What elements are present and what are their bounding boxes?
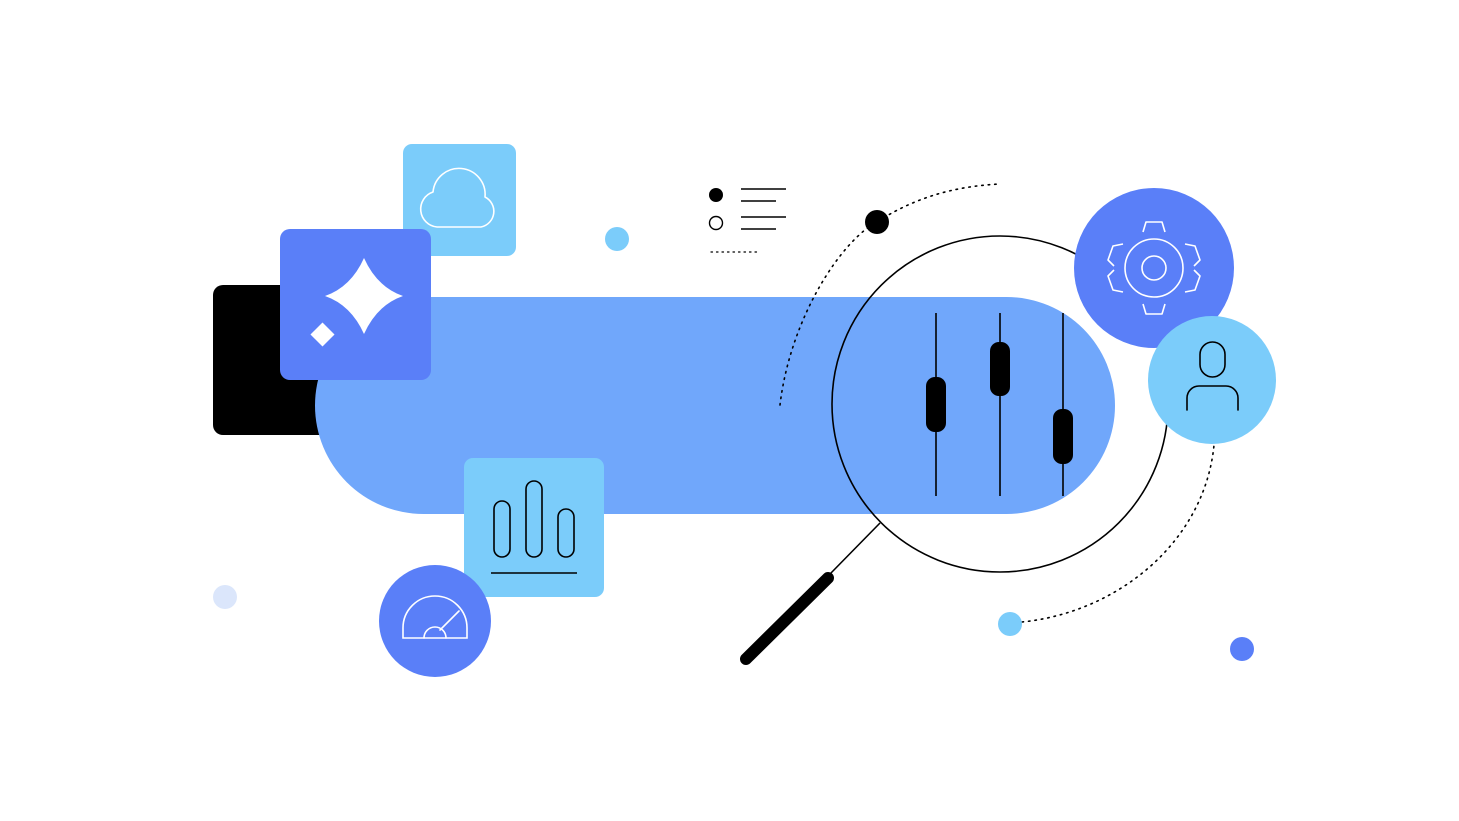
bar-chart-icon [491, 480, 577, 574]
cloud-icon [419, 167, 495, 228]
cloud-tile [403, 144, 516, 256]
gauge-icon [402, 595, 468, 639]
gauge-badge [379, 565, 491, 677]
user-icon [1186, 341, 1239, 411]
main-pill [315, 297, 1115, 514]
diamond-icon [310, 322, 335, 347]
dot-blue-right [1230, 637, 1254, 661]
gear-badge [1074, 188, 1234, 348]
candlestick-1 [926, 313, 946, 496]
list-icon [708, 188, 786, 253]
bar-chart-tile [464, 458, 604, 597]
dot-light-blue-top [605, 227, 629, 251]
dot-pale-left [213, 585, 237, 609]
gear-icon [1107, 221, 1201, 315]
dot-light-blue-bottom [998, 612, 1022, 636]
black-dot [865, 210, 889, 234]
sparkle-tile [280, 229, 431, 380]
user-badge [1148, 316, 1276, 444]
dotted-arc-bottom [1021, 444, 1215, 623]
candlestick-chart [926, 313, 1073, 496]
sparkle-icon [325, 258, 403, 334]
candlestick-3 [1053, 313, 1073, 496]
candlestick-2 [990, 313, 1010, 496]
